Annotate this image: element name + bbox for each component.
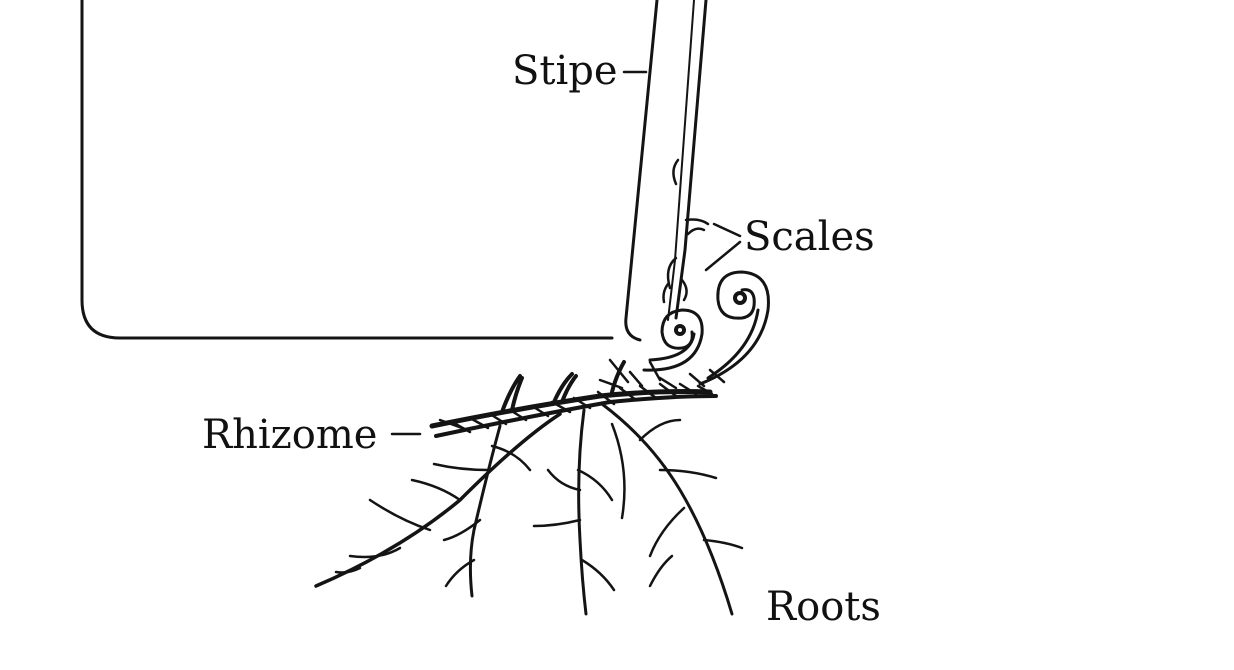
fiddlehead-large bbox=[698, 270, 770, 386]
stipe-left-edge bbox=[624, 0, 659, 342]
label-roots: Roots bbox=[766, 584, 881, 630]
rhizome-body bbox=[429, 358, 726, 438]
scales-leader-line bbox=[704, 222, 742, 272]
label-stipe: Stipe bbox=[512, 48, 618, 94]
label-rhizome: Rhizome bbox=[202, 412, 377, 458]
stipe-right-edge bbox=[674, 0, 708, 320]
label-leaders bbox=[390, 70, 742, 436]
stipe-scales bbox=[662, 158, 710, 304]
frond-blade-outline bbox=[80, 0, 614, 340]
fiddlehead-small bbox=[642, 308, 704, 372]
roots bbox=[314, 402, 744, 616]
label-scales: Scales bbox=[744, 214, 875, 260]
